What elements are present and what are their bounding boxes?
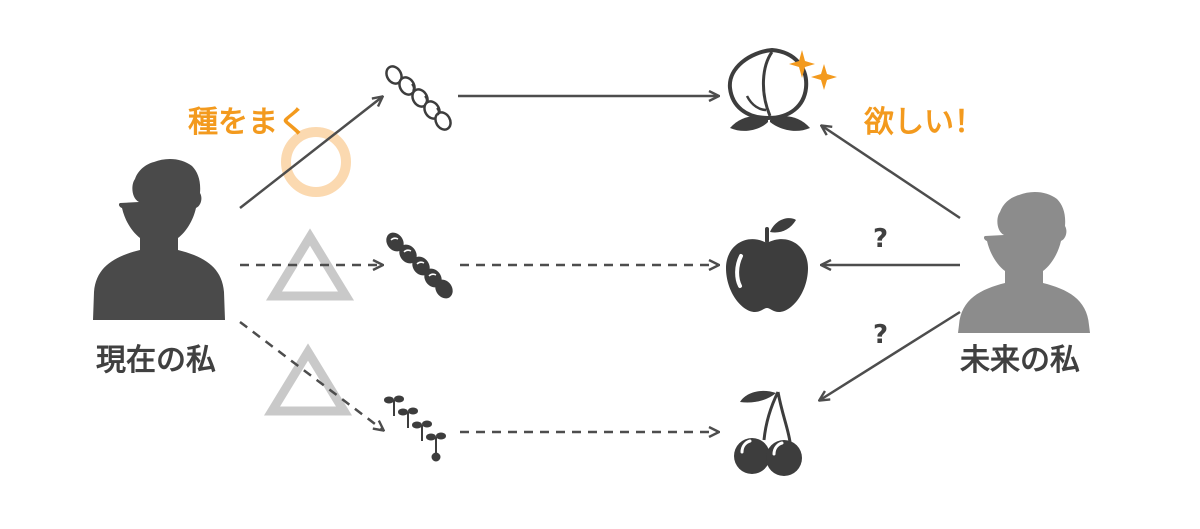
sprouts-icon xyxy=(384,395,446,462)
future-self-label: 未来の私 xyxy=(960,343,1080,378)
triangle-mark-apple xyxy=(265,228,355,301)
apple-icon xyxy=(726,218,808,312)
arrow-future-to-peach xyxy=(822,126,961,220)
sow-label: 種をまく xyxy=(188,105,308,140)
sparkle-icon xyxy=(789,50,837,90)
question-mark-apple: ? xyxy=(873,224,888,254)
present-self-label: 現在の私 xyxy=(96,343,216,378)
arrow-future-to-cherry xyxy=(820,310,961,400)
dark-seeds-icon xyxy=(386,232,453,299)
present-person-icon xyxy=(93,158,225,320)
bean-seeds-icon xyxy=(385,65,452,131)
arrows xyxy=(239,96,961,432)
arrow-present-to-seeds-top xyxy=(239,97,382,209)
question-mark-cherry: ? xyxy=(873,320,888,350)
future-person-icon xyxy=(958,191,1090,333)
peach-icon xyxy=(727,47,810,131)
want-label: 欲しい！ xyxy=(863,105,984,140)
triangle-mark-cherry xyxy=(263,343,353,416)
circle-mark xyxy=(281,127,351,197)
cherry-icon xyxy=(734,390,802,476)
arrow-present-to-seeds-bottom xyxy=(239,321,383,430)
